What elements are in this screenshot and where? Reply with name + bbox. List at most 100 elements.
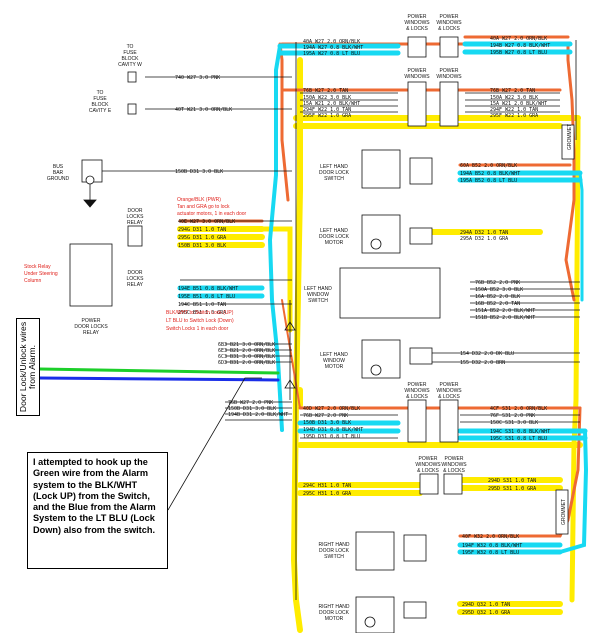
lh-door-lock-motor-label-2: DOOR LOCK bbox=[319, 234, 350, 240]
rh-door-lock-motor-box bbox=[355, 596, 395, 633]
wire-label: 76B B52 2.0 PNK bbox=[475, 280, 520, 286]
warning-triangles bbox=[284, 321, 296, 389]
wire-label: 150A B52 3.0 BLK bbox=[475, 287, 523, 293]
red-note-stock-relay: Stock Relay bbox=[24, 264, 51, 270]
wire-label: 16A B52 2.0 BLK bbox=[475, 294, 520, 300]
wire-label: 294G D31 1.0 TAN bbox=[178, 227, 226, 233]
pwl-label-h1: POWER bbox=[445, 456, 464, 462]
power-door-locks-relay bbox=[69, 243, 113, 307]
wire-label: 294A D32 1.0 TAN bbox=[460, 230, 508, 236]
pwl-connector-6 bbox=[439, 399, 459, 443]
wire-label: 76B W27 2.0 TAN bbox=[303, 88, 348, 94]
pwl-label-e2: WINDOWS bbox=[404, 388, 430, 394]
wire-label: 40A W27 2.0 ORN/BLK bbox=[490, 36, 547, 42]
pwl-connector-7 bbox=[419, 473, 439, 495]
fuse-e-label-1: TO bbox=[97, 90, 104, 96]
wire-label: 4CF S31 2.0 ORN/BLK bbox=[490, 406, 547, 412]
door-locks-relay-connector bbox=[127, 225, 143, 247]
red-note-switch-locks: Switch Locks 1 in each door bbox=[166, 326, 229, 332]
pwl-connector-2 bbox=[439, 36, 459, 58]
wire-label: 194F W32 0.8 BLK/WHT bbox=[462, 543, 522, 549]
fuse-e-label-2: FUSE bbox=[93, 96, 107, 102]
wire-label: 40D W27 2.0 ORN/BLK bbox=[303, 406, 360, 412]
pwl-label-h3: & LOCKS bbox=[443, 468, 465, 474]
wire-label: 150C S31 3.0 BLK bbox=[490, 420, 538, 426]
power-door-locks-relay-label-3: RELAY bbox=[83, 330, 100, 336]
lh-door-lock-motor-connector bbox=[409, 227, 433, 245]
wire-label: 295G D31 1.0 GRA bbox=[178, 235, 226, 241]
wire-label: 15A W21 2.0 BLK/WHT bbox=[303, 101, 360, 107]
fuse-w-label-2: FUSE bbox=[123, 50, 137, 56]
wire-label: 294D Q32 1.0 TAN bbox=[462, 602, 510, 608]
annotation-note: I attempted to hook up the Green wire fr… bbox=[27, 452, 168, 569]
pwl-label-b3: & LOCKS bbox=[438, 26, 460, 32]
door-locks-relay-b-label-3: RELAY bbox=[127, 282, 144, 288]
grommet-label-top: GROMMET bbox=[567, 124, 573, 150]
wire-label: 295D S31 1.0 GRA bbox=[488, 486, 536, 492]
pwl-connector-1 bbox=[407, 36, 427, 58]
wire-label: 150B D31 3.0 BLK bbox=[175, 169, 223, 175]
lh-window-switch-label-1: LEFT HAND bbox=[304, 286, 332, 292]
yellow-trunk bbox=[290, 57, 303, 633]
pwl-label-a1: POWER bbox=[408, 14, 427, 20]
fuse-w-connector bbox=[127, 71, 137, 83]
component-labels: TO FUSE BLOCK CAVITY W TO FUSE BLOCK CAV… bbox=[47, 14, 573, 622]
door-locks-relay-label-1: DOOR bbox=[128, 208, 143, 214]
rh-door-lock-motor-label-3: MOTOR bbox=[325, 616, 344, 622]
wire-label: 60A B52 2.0 ORN/BLK bbox=[460, 163, 517, 169]
grommet-bottom bbox=[555, 489, 569, 535]
red-note-pwr: Orange/BLK (PWR) bbox=[177, 197, 221, 203]
cyan-trunk bbox=[267, 44, 284, 432]
lh-window-motor-label-3: MOTOR bbox=[325, 364, 344, 370]
rh-door-lock-motor-label-2: DOOR LOCK bbox=[319, 610, 350, 616]
fuse-w-label-4: CAVITY W bbox=[118, 62, 142, 68]
pwl-connector-3 bbox=[407, 81, 427, 127]
wire-label: 194A B52 0.8 BLK/WHT bbox=[460, 171, 520, 177]
lh-window-switch-box bbox=[339, 267, 441, 319]
fuse-e-label-4: CAVITY E bbox=[89, 108, 112, 114]
wire-label: 295C H31 1.0 GRA bbox=[303, 491, 351, 497]
wire-label: 194B D31 2.0 BLK/WHT bbox=[228, 412, 288, 418]
wire-label: 16B B52 2.0 TAN bbox=[475, 301, 520, 307]
lh-window-motor-label-1: LEFT HAND bbox=[320, 352, 348, 358]
wire-label: 194C S31 0.8 BLK/WHT bbox=[490, 429, 550, 435]
pwl-label-e3: & LOCKS bbox=[406, 394, 428, 400]
pwl-label-f3: & LOCKS bbox=[438, 394, 460, 400]
wire-label: 740 W27 3.0 PNK bbox=[175, 75, 220, 81]
wire-label: 150A W22 3.0 BLK bbox=[490, 95, 538, 101]
red-note-actuators: actuator motors, 1 in each door bbox=[177, 211, 247, 217]
lh-window-motor-box bbox=[361, 339, 401, 379]
door-locks-relay-b-label-1: DOOR bbox=[128, 270, 143, 276]
wire-label: 6C3 B31 3.0 ORN/BLK bbox=[218, 354, 275, 360]
wire-label: 295F W22 1.0 GRA bbox=[490, 113, 538, 119]
wire-label: 40E W27 3.0 ORN/BLK bbox=[178, 219, 235, 225]
pwl-label-g1: POWER bbox=[419, 456, 438, 462]
pwl-label-c2: WINDOWS bbox=[404, 74, 430, 80]
door-locks-relay-b-label-2: LOCKS bbox=[127, 276, 145, 282]
wire-label: 295A D32 1.0 GRA bbox=[460, 236, 508, 242]
rh-door-lock-switch-label-2: DOOR LOCK bbox=[319, 548, 350, 554]
pwl-label-e1: POWER bbox=[408, 382, 427, 388]
red-note-column: Column bbox=[24, 278, 41, 284]
wire-label: 295C B51 1.0 GRA bbox=[178, 310, 226, 316]
red-note-steering: Under Steering bbox=[24, 271, 58, 277]
rh-door-lock-switch-box bbox=[355, 531, 395, 571]
wire-label: 195D D31 0.8 LT BLU bbox=[303, 434, 360, 440]
lh-door-lock-motor-box bbox=[361, 214, 401, 254]
wire-label: 6B3 B21 3.0 ORN/BLK bbox=[218, 342, 275, 348]
pwl-label-g3: & LOCKS bbox=[417, 468, 439, 474]
alarm-wires-label-box: Door Lock/Unlock wires from Alarm. bbox=[16, 318, 40, 416]
wire-label: 295D Q32 1.0 GRA bbox=[462, 610, 510, 616]
wire-label: 150B D31 3.0 BLK bbox=[303, 420, 351, 426]
lh-window-motor-connector bbox=[409, 347, 433, 365]
wire-label: 76B W27 2.0 TAN bbox=[490, 88, 535, 94]
connector-blocks bbox=[69, 36, 575, 633]
fuse-w-label-3: BLOCK bbox=[122, 56, 140, 62]
motor-symbols bbox=[83, 175, 382, 628]
rh-door-lock-switch-connector bbox=[403, 534, 427, 562]
wire-label: 195B W27 0.8 LT BLU bbox=[490, 50, 547, 56]
wire-label: 40T W21 3.0 ORN/BLK bbox=[175, 107, 232, 113]
pwl-label-g2: WINDOWS bbox=[415, 462, 441, 468]
pwl-label-a2: WINDOWS bbox=[404, 20, 430, 26]
